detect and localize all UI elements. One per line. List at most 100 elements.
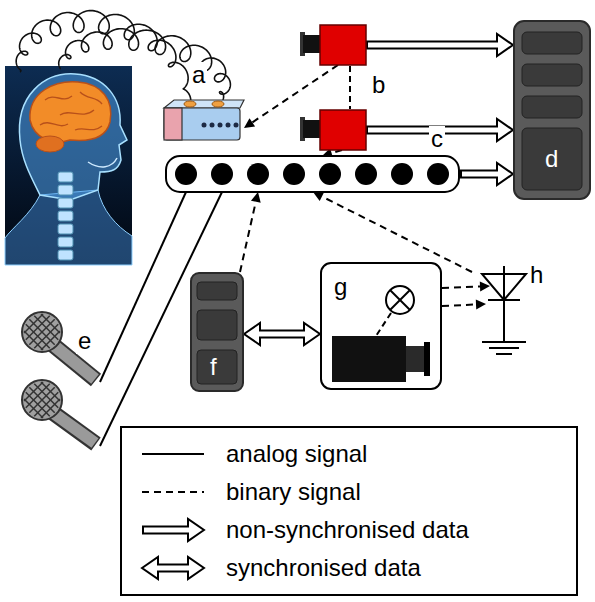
legend-row: non-synchronised data <box>122 513 576 547</box>
channel-dot <box>427 163 449 185</box>
legend-text: non-synchronised data <box>226 513 469 547</box>
device-top <box>164 100 244 108</box>
vertebra <box>58 224 73 234</box>
legend-line <box>142 519 204 541</box>
lamp-cross <box>390 290 410 310</box>
channel-dot <box>175 163 197 185</box>
computer-case <box>191 273 243 391</box>
vertebra <box>58 211 73 221</box>
antenna-bar <box>488 299 520 301</box>
device-knob <box>184 101 196 107</box>
computer-bay <box>522 32 582 54</box>
binary-line <box>442 286 480 288</box>
device-socket <box>226 123 231 128</box>
mic-grille <box>24 314 43 333</box>
channel-dot <box>211 163 233 185</box>
lamp-cross <box>390 290 410 310</box>
device-socket <box>202 123 207 128</box>
binary-line <box>442 304 476 306</box>
device-knob <box>212 101 224 107</box>
antenna-mast <box>503 266 505 342</box>
node-shape <box>165 126 460 193</box>
computer-bay <box>197 350 237 384</box>
device-socket <box>210 123 215 128</box>
device-body <box>164 108 240 140</box>
device-side <box>164 108 182 140</box>
mic-grille <box>24 382 43 401</box>
lamp-symbol <box>386 286 414 314</box>
node-shape <box>513 20 591 200</box>
legend-text: analog signal <box>226 437 367 471</box>
microphone-pair: e <box>12 300 118 450</box>
legend-box: analog signal binary signal non-synchronis… <box>120 426 578 596</box>
camera-lens <box>303 35 321 53</box>
part-letter: f <box>208 354 219 380</box>
data-arrow-inner <box>462 172 500 177</box>
computer-box: f <box>190 272 244 392</box>
adc-outline <box>166 156 459 192</box>
trigger-line <box>376 313 391 336</box>
arrow-head <box>313 192 324 201</box>
camera-unit-outline <box>321 263 441 389</box>
connector <box>442 281 490 291</box>
mic-handle <box>52 412 95 443</box>
electrode-wire <box>59 29 231 104</box>
legend-sample <box>138 513 210 547</box>
arrow-head <box>244 118 255 128</box>
legend-sample <box>138 551 210 585</box>
arrow-head <box>476 299 486 309</box>
brain-folds <box>40 92 102 130</box>
vertebra <box>58 198 73 208</box>
part-letter: b <box>370 72 387 98</box>
legend-sample <box>138 437 210 471</box>
legend-sample <box>138 475 210 509</box>
computer-case <box>514 21 590 199</box>
computer-bay <box>522 128 582 190</box>
camera-lens <box>303 120 321 138</box>
channel-dot <box>319 163 341 185</box>
connector <box>366 34 513 56</box>
channel-dot <box>391 163 413 185</box>
part-letter: a <box>190 62 207 88</box>
mic-grille <box>41 399 60 418</box>
shoulders <box>5 190 132 265</box>
part-letter: h <box>528 262 545 288</box>
legend-text: binary signal <box>226 475 361 509</box>
computer-bay <box>522 64 582 86</box>
data-arrow-inner <box>155 566 191 571</box>
legend-line <box>142 454 204 455</box>
data-arrow-inner <box>257 332 307 337</box>
camera-unit: g <box>320 262 442 390</box>
connector <box>244 323 320 345</box>
analog-line <box>100 192 186 382</box>
ground-symbol <box>496 353 512 355</box>
binary-line <box>322 196 472 272</box>
cerebellum <box>36 136 64 152</box>
antenna-symbol: h <box>462 262 550 374</box>
vertebra <box>58 237 73 247</box>
mic-head <box>22 312 62 352</box>
binary-line <box>142 491 204 493</box>
node-shape <box>190 272 244 392</box>
connector <box>442 299 486 309</box>
camera-body <box>332 336 406 382</box>
camera-body <box>320 110 366 150</box>
channel-dot <box>283 163 305 185</box>
device-socket <box>218 123 223 128</box>
camera-lens-rim <box>424 342 430 376</box>
legend-line <box>142 492 204 493</box>
part-letter: g <box>332 274 349 300</box>
adc-box: c <box>165 126 460 193</box>
computer-box: d <box>513 20 591 200</box>
electrode-wires <box>16 11 230 105</box>
data-arrow-inner <box>368 43 500 48</box>
spine <box>58 172 73 260</box>
vertebra <box>58 250 73 260</box>
head-background <box>5 66 132 265</box>
electrode-wire <box>16 11 191 104</box>
connector <box>460 163 513 185</box>
brain <box>30 82 111 142</box>
connector <box>313 192 472 272</box>
computer-bay <box>197 282 237 300</box>
legend-text: synchronised data <box>226 551 421 585</box>
